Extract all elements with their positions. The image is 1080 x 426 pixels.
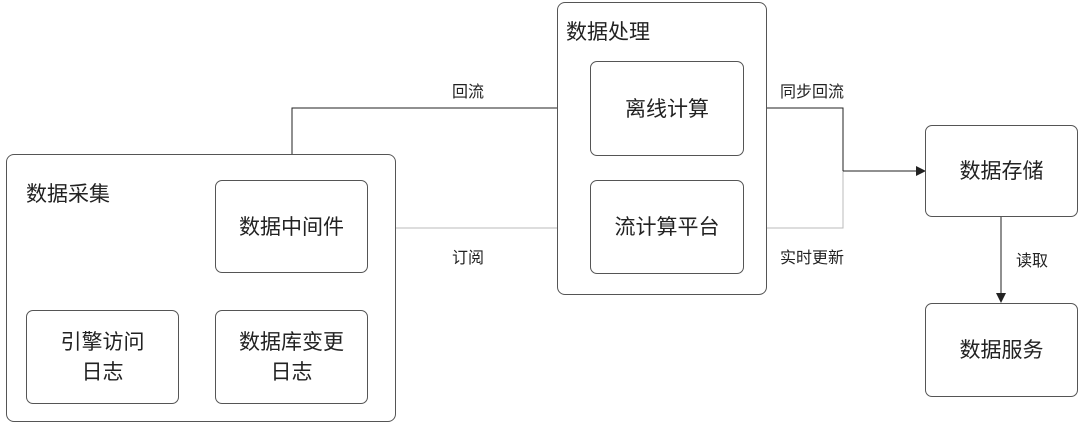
edge-label-subscribe: 订阅	[452, 248, 485, 267]
edge-label-read: 读取	[1016, 251, 1049, 270]
edge-label-backflow: 回流	[452, 82, 485, 101]
node-engine-access-log[interactable]: 引擎访问 日志	[26, 310, 179, 404]
group-title-data-processing: 数据处理	[566, 20, 650, 44]
node-label: 数据服务	[959, 338, 1044, 362]
node-label: 数据中间件	[239, 214, 344, 239]
node-stream-compute-platform[interactable]: 流计算平台	[590, 180, 744, 274]
node-offline-compute[interactable]: 离线计算	[590, 61, 744, 156]
node-data-service[interactable]: 数据服务	[925, 303, 1078, 397]
node-data-storage[interactable]: 数据存储	[925, 125, 1078, 217]
node-data-middleware[interactable]: 数据中间件	[215, 180, 368, 273]
node-label: 离线计算	[625, 96, 709, 121]
node-label: 引擎访问 日志	[60, 330, 145, 384]
edge-label-realtime-update: 实时更新	[780, 248, 845, 267]
node-label: 数据库变更 日志	[239, 330, 344, 384]
node-db-change-log[interactable]: 数据库变更 日志	[215, 310, 368, 404]
group-title-data-collection: 数据采集	[26, 182, 110, 206]
node-label: 流计算平台	[614, 215, 720, 239]
node-label: 数据存储	[959, 159, 1044, 183]
edge-label-sync-backflow: 同步回流	[780, 82, 845, 101]
